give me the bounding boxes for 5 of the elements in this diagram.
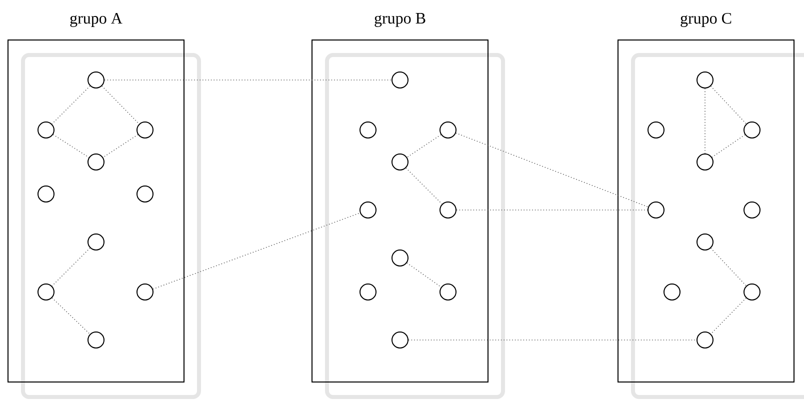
group-heading: grupo B (374, 13, 426, 27)
connector-line (456, 132, 648, 208)
connector-line (152, 212, 360, 290)
group-heading: grupo A (70, 13, 122, 27)
group-heading: grupo C (680, 12, 732, 28)
